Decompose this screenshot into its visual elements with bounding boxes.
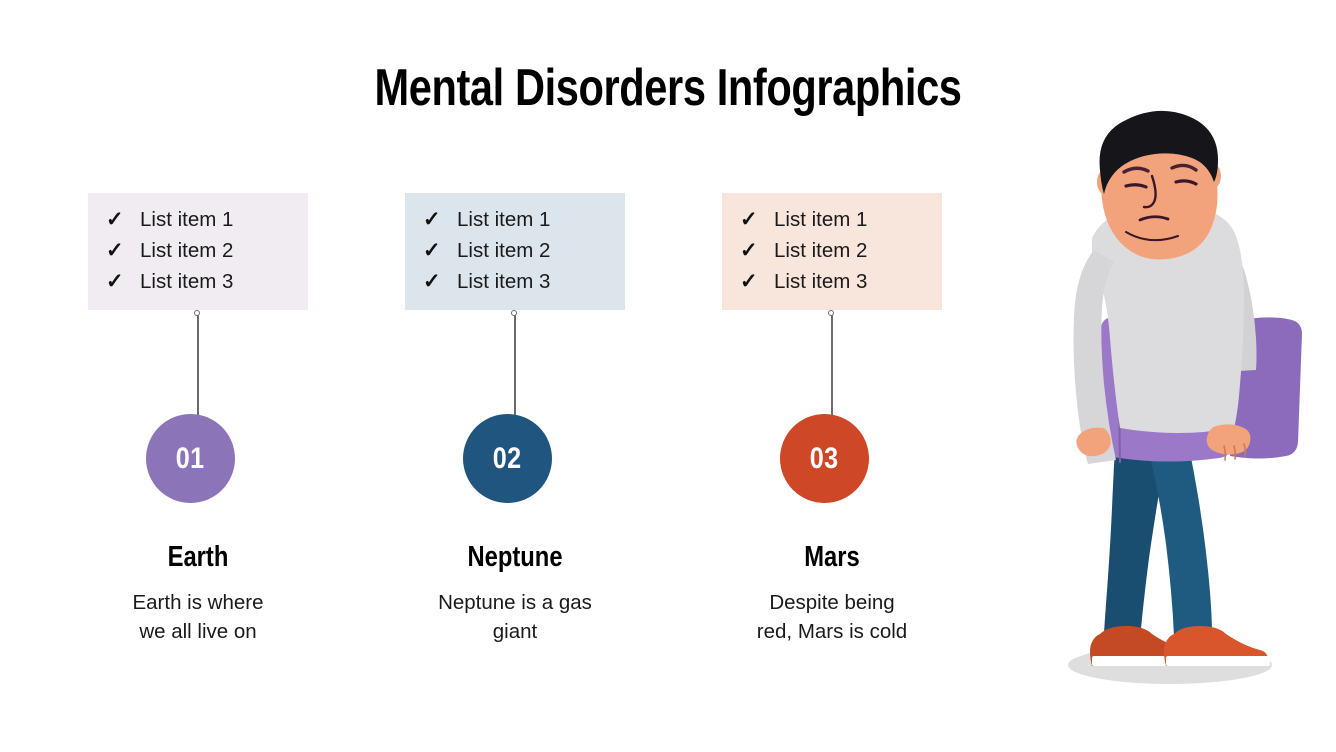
list-item-label: List item 3	[140, 270, 234, 293]
list-item-label: List item 2	[774, 239, 868, 262]
list-card-2: ✓ List item 1 ✓ List item 2 ✓ List item …	[405, 193, 625, 310]
number-circle-1: 01	[146, 414, 235, 503]
page-title: Mental Disorders Infographics	[374, 59, 962, 117]
check-icon: ✓	[423, 239, 441, 262]
number-circle-2: 02	[463, 414, 552, 503]
list-item-label: List item 1	[140, 208, 234, 231]
connector-dot-icon	[828, 310, 834, 316]
check-icon: ✓	[423, 208, 441, 231]
list-card-1: ✓ List item 1 ✓ List item 2 ✓ List item …	[88, 193, 308, 310]
list-item-label: List item 1	[774, 208, 868, 231]
connector-3	[828, 310, 834, 423]
column-heading-3: Mars	[804, 541, 860, 573]
description-line: we all live on	[139, 620, 257, 643]
number-circle-3: 03	[780, 414, 869, 503]
illustration-sad-man-carrying-pillow	[1000, 110, 1336, 710]
description-line: giant	[492, 620, 538, 643]
connector-1	[194, 310, 200, 423]
connector-line	[831, 315, 833, 423]
description-line: red, Mars is cold	[756, 620, 908, 643]
list-item-label: List item 1	[457, 208, 551, 231]
list-item-label: List item 3	[774, 270, 868, 293]
description-line: Despite being	[769, 591, 895, 614]
connector-dot-icon	[194, 310, 200, 316]
connector-line	[197, 315, 199, 423]
list-item: ✓ List item 3	[405, 271, 625, 302]
check-icon: ✓	[423, 270, 441, 293]
connector-line	[514, 315, 516, 423]
number-label: 01	[176, 441, 205, 475]
list-item: ✓ List item 2	[722, 240, 942, 271]
infographic-column-1: ✓ List item 1 ✓ List item 2 ✓ List item …	[48, 0, 348, 752]
check-icon: ✓	[106, 270, 124, 293]
list-item-label: List item 2	[457, 239, 551, 262]
list-card-3: ✓ List item 1 ✓ List item 2 ✓ List item …	[722, 193, 942, 310]
column-description-3: Despite being red, Mars is cold	[692, 588, 972, 646]
check-icon: ✓	[740, 239, 758, 262]
list-item: ✓ List item 2	[88, 240, 308, 271]
connector-2	[511, 310, 517, 423]
description-line: Neptune is a gas	[438, 591, 592, 614]
number-label: 02	[493, 441, 522, 475]
infographic-columns: ✓ List item 1 ✓ List item 2 ✓ List item …	[48, 0, 982, 752]
number-label: 03	[810, 441, 839, 475]
list-item: ✓ List item 3	[88, 271, 308, 302]
column-description-1: Earth is where we all live on	[58, 588, 338, 646]
list-item: ✓ List item 1	[405, 209, 625, 240]
column-heading-1: Earth	[167, 541, 229, 573]
column-heading-2: Neptune	[467, 541, 563, 573]
check-icon: ✓	[106, 208, 124, 231]
connector-dot-icon	[511, 310, 517, 316]
check-icon: ✓	[106, 239, 124, 262]
check-icon: ✓	[740, 208, 758, 231]
list-item: ✓ List item 3	[722, 271, 942, 302]
infographic-column-3: ✓ List item 1 ✓ List item 2 ✓ List item …	[682, 0, 982, 752]
list-item-label: List item 2	[140, 239, 234, 262]
check-icon: ✓	[740, 270, 758, 293]
list-item: ✓ List item 1	[722, 209, 942, 240]
list-item: ✓ List item 2	[405, 240, 625, 271]
description-line: Earth is where	[132, 591, 264, 614]
list-item: ✓ List item 1	[88, 209, 308, 240]
column-description-2: Neptune is a gas giant	[375, 588, 655, 646]
infographic-column-2: ✓ List item 1 ✓ List item 2 ✓ List item …	[365, 0, 665, 752]
list-item-label: List item 3	[457, 270, 551, 293]
